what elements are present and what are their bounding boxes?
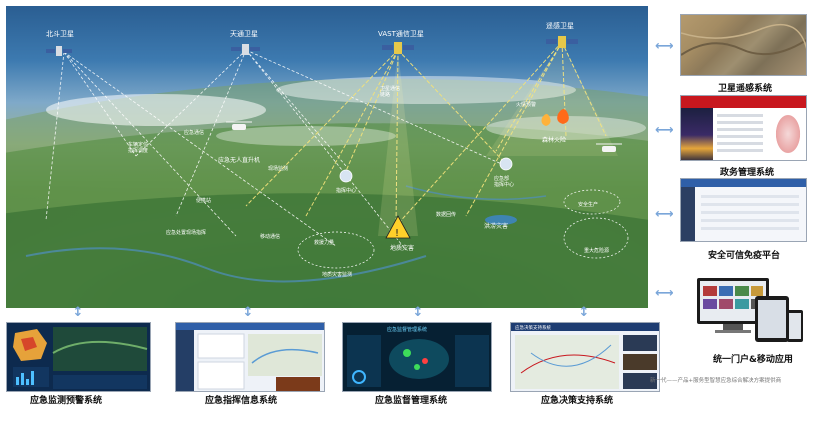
monitor-warning-thumbnail xyxy=(6,322,151,392)
label-earthquake: 地质灾害 xyxy=(390,244,414,252)
tiantong-label: 天通卫星 xyxy=(230,29,258,38)
label-drone-cmd: 应急无人直升机 xyxy=(218,156,260,164)
thumb-title-supervision: 应急监督管理系统 xyxy=(387,326,427,333)
fire-icon xyxy=(541,109,569,126)
supervision-thumbnail: 应急监督管理系统 xyxy=(342,322,492,392)
label-fire-warn: 火情预警 xyxy=(516,101,536,108)
arrow-portal-icon: ⟷ xyxy=(655,286,674,301)
beidou-satellite-icon xyxy=(46,46,72,56)
vast-satellite-icon xyxy=(382,42,414,54)
svg-text:!: ! xyxy=(395,228,399,239)
caption-supervision: 应急监督管理系统 xyxy=(375,396,448,406)
arrow-government-icon: ⟷ xyxy=(655,123,674,138)
beidou-label: 北斗卫星 xyxy=(46,30,74,38)
supervision-dashboard-image: 应急监督管理系统 xyxy=(347,326,489,387)
decision-dashboard-image: 应急决策支持系统 xyxy=(511,323,659,389)
caption-government: 政务管理系统 xyxy=(720,168,775,178)
label-command-center: 指挥中心 xyxy=(336,187,356,194)
command-info-thumbnail xyxy=(175,322,325,392)
caption-monitor-warning: 应急监测预警系统 xyxy=(30,396,103,406)
label-portable: 便携站 xyxy=(196,197,211,204)
caption-command-info: 应急指挥信息系统 xyxy=(205,396,278,406)
hazard-icon: ! xyxy=(385,215,411,239)
scene-graphic: 北斗卫星 天通卫星 VAST通信卫星 遥感卫星 ! xyxy=(6,21,648,308)
arrow-supervision-icon: ↕ xyxy=(412,305,424,320)
remote-sensing-thumbnail xyxy=(680,14,807,76)
caption-secure-platform: 安全可信免疫平台 xyxy=(708,251,781,261)
label-safety: 安全生产 xyxy=(578,201,598,208)
remote-sensing-satellite-icon xyxy=(546,36,578,48)
vast-label: VAST通信卫星 xyxy=(378,29,424,38)
label-disaster-monitor: 地质灾害监测 xyxy=(322,271,352,278)
label-site-monitor: 现场监测 xyxy=(268,165,288,172)
label-rescue: 救援力量 xyxy=(314,239,334,246)
city-night-image xyxy=(681,108,713,160)
ground-node-command-center xyxy=(339,169,353,183)
ground-node-ministry xyxy=(499,157,513,171)
label-relay: 卫星通信链路 xyxy=(380,85,400,98)
gov-header-bar xyxy=(681,96,806,108)
decision-thumbnail: 应急决策支持系统 xyxy=(510,322,660,392)
label-ministry: 应急部指挥中心 xyxy=(494,175,514,188)
label-flood: 洪涝灾害 xyxy=(484,222,508,230)
label-data-return: 数据回传 xyxy=(436,211,456,218)
satellite-network-scene: 北斗卫星 天通卫星 VAST通信卫星 遥感卫星 ! xyxy=(6,6,648,308)
terrain-image xyxy=(681,24,806,56)
caption-portal: 统一门户&移动应用 xyxy=(713,355,793,365)
arrow-decision-icon: ↕ xyxy=(578,305,590,320)
label-emergency-comm: 应急通信 xyxy=(184,129,204,136)
label-fire-watch: 森林火险 xyxy=(542,136,566,144)
command-dashboard-image xyxy=(176,323,324,391)
thumb-title-decision: 应急决策支持系统 xyxy=(515,324,551,331)
label-emergency-phone: 移动通信 xyxy=(260,233,280,240)
label-field-command: 应急处置现场指挥 xyxy=(166,229,206,236)
caption-decision: 应急决策支持系统 xyxy=(541,396,614,406)
arrow-command-info-icon: ↕ xyxy=(242,305,254,320)
arrow-remote-sensing-icon: ⟷ xyxy=(655,39,674,54)
label-ground-ctrl: 车辆定位指挥调度 xyxy=(128,141,148,154)
remote-sensing-label: 遥感卫星 xyxy=(546,21,574,30)
drone-icon xyxy=(226,121,252,130)
tiantong-satellite-icon xyxy=(231,44,260,55)
province-map-image xyxy=(774,112,802,156)
government-thumbnail xyxy=(680,95,807,161)
arrow-secure-platform-icon: ⟷ xyxy=(655,207,674,222)
caption-remote-sensing: 卫星遥感系统 xyxy=(718,84,773,94)
devices-icon xyxy=(697,278,803,342)
secure-platform-thumbnail xyxy=(680,178,807,242)
label-major-hazard: 重大危险源 xyxy=(584,247,609,254)
helicopter-icon xyxy=(596,143,622,152)
device-mockups xyxy=(693,276,805,346)
footnote: 新一代——产品+服务型智慧应急综合解决方案提供商 xyxy=(650,378,782,384)
monitor-dashboard-image xyxy=(13,327,148,389)
arrow-monitor-warning-icon: ↕ xyxy=(72,305,84,320)
